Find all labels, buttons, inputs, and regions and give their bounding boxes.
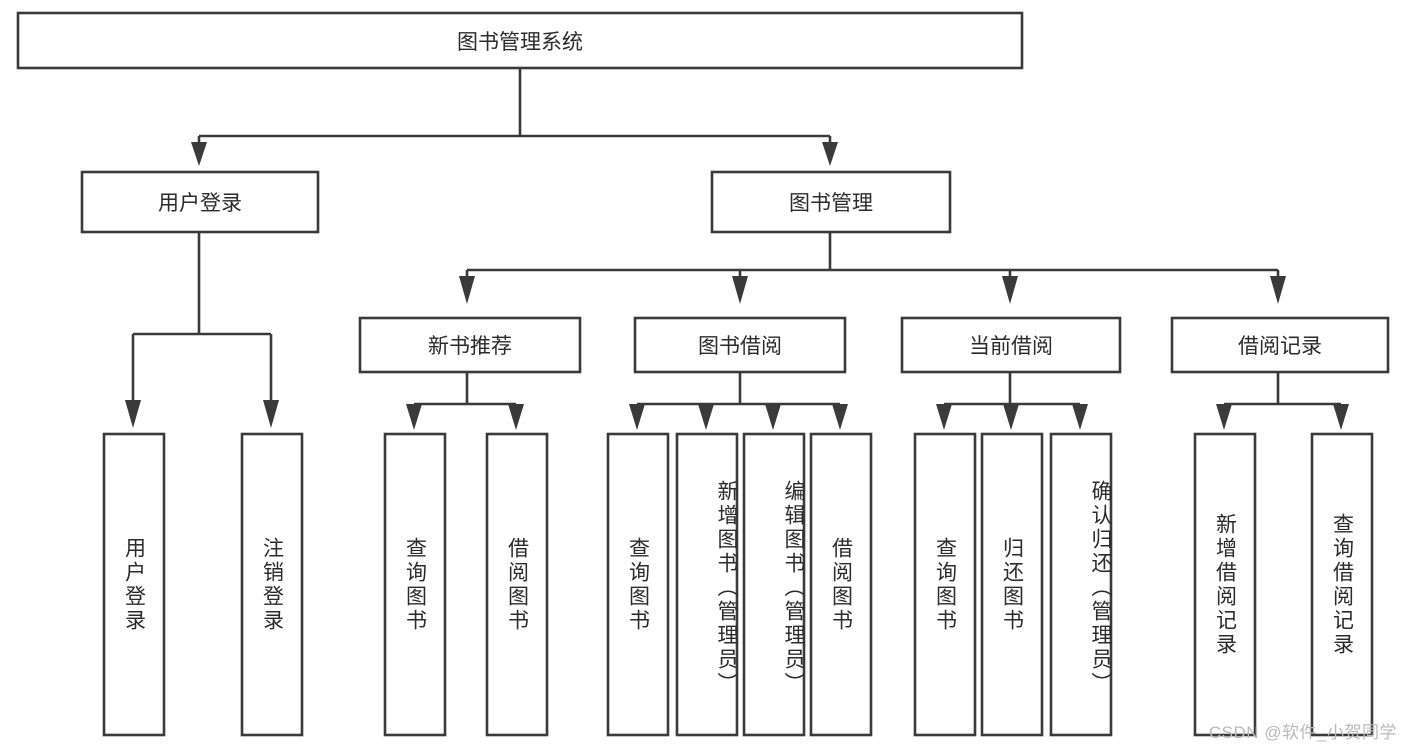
node-user-login[interactable] [80,170,320,234]
leaf-box-add-book-admin[interactable] [675,432,739,737]
leaf-box-borrow-book-1[interactable] [485,432,549,737]
leaf-box-confirm-return-admin[interactable] [1049,432,1113,737]
leaf-box-borrow-book-2[interactable] [809,432,873,737]
leaf-box-logout[interactable] [240,432,304,737]
connector-borrowrecord-to-leaves [1216,372,1349,430]
connector-root-to-level2 [191,68,838,166]
connector-userlogin-to-leaves [125,232,279,428]
leaf-box-query-book-2[interactable] [606,432,670,737]
connector-currentborrow-to-leaves [936,372,1088,430]
leaf-box-edit-book-admin[interactable] [742,432,806,737]
leaf-box-return-book[interactable] [980,432,1044,737]
node-borrow-record[interactable] [1170,316,1390,374]
connector-bookborrow-to-leaves [629,372,848,430]
leaf-box-add-borrow-record[interactable] [1193,432,1257,737]
node-book-borrow[interactable] [633,316,847,374]
leaf-box-query-book-3[interactable] [913,432,977,737]
node-current-borrow[interactable] [900,316,1122,374]
leaf-box-query-book-1[interactable] [383,432,447,737]
node-new-book-recommend[interactable] [358,316,582,374]
connector-bookmgmt-to-level3 [459,232,1286,304]
connector-newbook-to-leaves [406,372,524,430]
leaf-box-query-borrow-record[interactable] [1310,432,1374,737]
leaf-box-user-login[interactable] [102,432,166,737]
node-root[interactable] [16,11,1024,70]
node-book-management[interactable] [710,170,952,234]
